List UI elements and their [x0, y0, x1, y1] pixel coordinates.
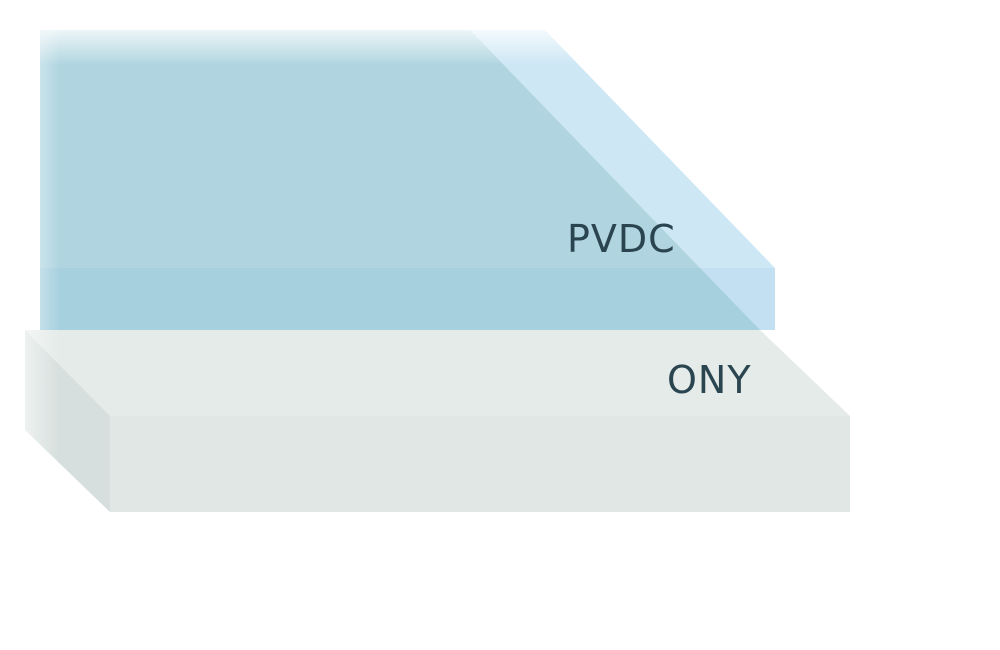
pvdc-layer	[40, 30, 775, 330]
pvdc-label: PVDC	[567, 217, 676, 261]
pvdc-overlap-front	[40, 268, 760, 330]
left-fade	[0, 20, 60, 520]
ony-label: ONY	[667, 358, 752, 402]
ony-layer	[25, 330, 850, 512]
pvdc-overlap-top	[40, 30, 700, 268]
ony-front-face	[110, 416, 850, 512]
top-fade	[0, 20, 600, 65]
ony-top-face	[25, 330, 850, 416]
